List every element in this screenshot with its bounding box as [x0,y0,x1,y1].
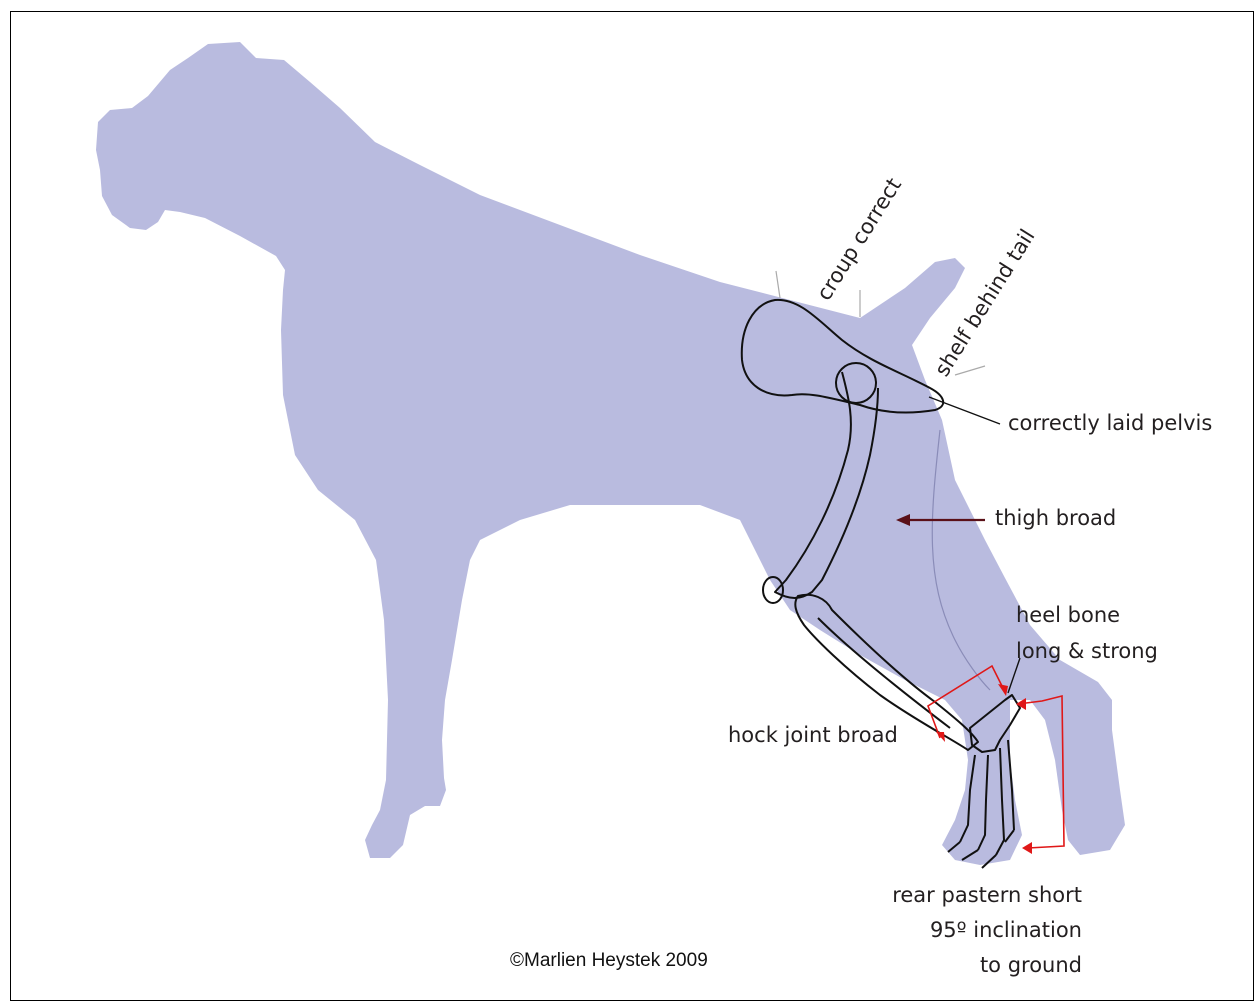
label-heel-bone: heel bone [1016,603,1120,627]
label-inclination: 95º inclination [930,918,1082,942]
label-correctly-laid-pelvis: correctly laid pelvis [1008,411,1212,435]
label-to-ground: to ground [980,953,1082,977]
label-hock-joint-broad: hock joint broad [728,723,898,747]
label-croup-correct: croup correct [812,174,906,305]
copyright-credit: ©Marlien Heystek 2009 [510,950,708,971]
label-rear-pastern-short: rear pastern short [892,883,1082,907]
label-thigh-broad: thigh broad [995,506,1116,530]
label-long-strong: long & strong [1016,639,1158,663]
label-shelf-behind-tail: shelf behind tail [930,225,1040,381]
